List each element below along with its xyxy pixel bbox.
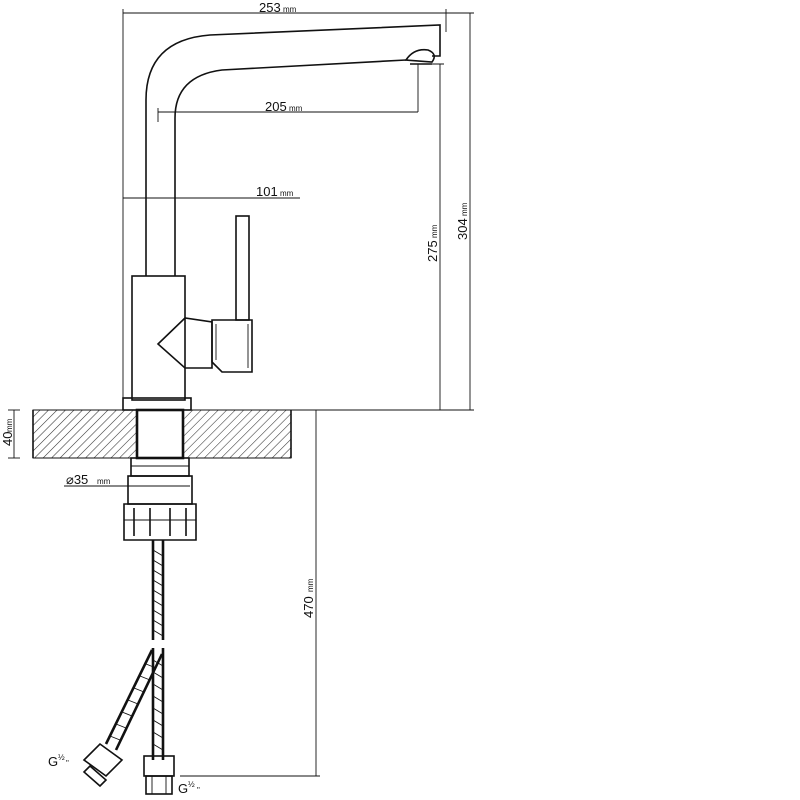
dim-spout-height-value: 275: [425, 240, 440, 262]
dimension-handle-reach: 101 mm: [123, 184, 300, 199]
mounting-shank: [130, 408, 190, 477]
dim-total-width-value: 253: [259, 0, 281, 15]
dim-hose-length-unit: mm: [306, 578, 315, 592]
lever-handle: [156, 215, 253, 373]
spout: [145, 24, 441, 276]
dim-spout-reach-unit: mm: [289, 104, 303, 113]
dim-spout-reach-value: 205: [265, 99, 287, 114]
dim-spout-height-unit: mm: [430, 224, 439, 238]
supply-hose-angled: [104, 649, 164, 751]
connector-nut-left: G ½ ": [48, 742, 124, 788]
dim-hole-diameter-value: ⌀35: [66, 472, 88, 487]
dim-total-height-value: 304: [455, 218, 470, 240]
connector-left-prefix: G: [48, 754, 58, 769]
faucet-body: [122, 275, 192, 411]
countertop-section: [32, 409, 292, 459]
supply-hose-straight: [151, 540, 165, 760]
dimension-deck-thickness: 40 mm: [0, 409, 20, 459]
dimension-spout-height: 275 mm: [410, 63, 444, 410]
dimension-total-height: 304 mm: [186, 12, 474, 411]
dim-handle-reach-unit: mm: [280, 189, 294, 198]
dimension-hose-length: 470 mm: [180, 409, 320, 777]
connector-right-prefix: G: [178, 781, 188, 796]
dim-handle-reach-value: 101: [256, 184, 278, 199]
connector-right-fraction: ½: [188, 780, 195, 789]
dim-total-width-unit: mm: [283, 5, 297, 14]
dimension-spout-reach: 205 mm: [157, 99, 418, 122]
dim-deck-thickness-unit: mm: [5, 418, 14, 432]
mounting-nut: [123, 475, 197, 541]
dimension-total-width: 253 mm: [122, 0, 447, 402]
dim-hose-length-value: 470: [301, 596, 316, 618]
connector-right-suffix: ": [197, 786, 200, 795]
connector-nut-right: G ½ ": [143, 755, 200, 796]
dimension-hole-diameter: ⌀35 mm: [64, 472, 190, 487]
dim-hole-diameter-unit: mm: [97, 477, 111, 486]
dim-total-height-unit: mm: [460, 202, 469, 216]
connector-left-suffix: ": [66, 759, 69, 768]
connector-left-fraction: ½: [58, 753, 65, 762]
dim-deck-thickness-value: 40: [0, 432, 15, 446]
